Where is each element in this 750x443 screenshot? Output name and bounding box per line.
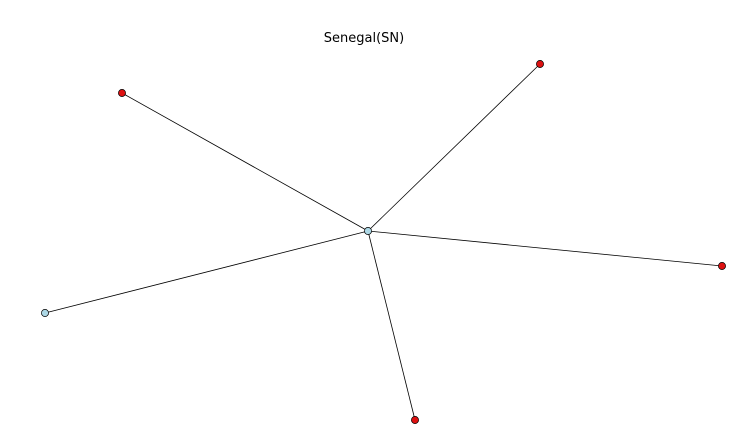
node-n-right [718,262,726,270]
edge-hub-n-bottom [367,230,416,421]
edge-hub-n-top-right [367,63,541,232]
graph-title: Senegal(SN) [323,31,405,46]
node-n-top-left [118,89,126,97]
node-n-top-right [536,60,544,68]
edges-layer [44,63,723,421]
nodes-layer [41,60,726,424]
node-n-bottom [411,416,419,424]
edge-hub-n-right [367,230,723,267]
node-hub [364,227,372,235]
edge-hub-n-top-left [121,92,369,232]
node-n-left [41,309,49,317]
edge-hub-n-left [44,230,369,314]
